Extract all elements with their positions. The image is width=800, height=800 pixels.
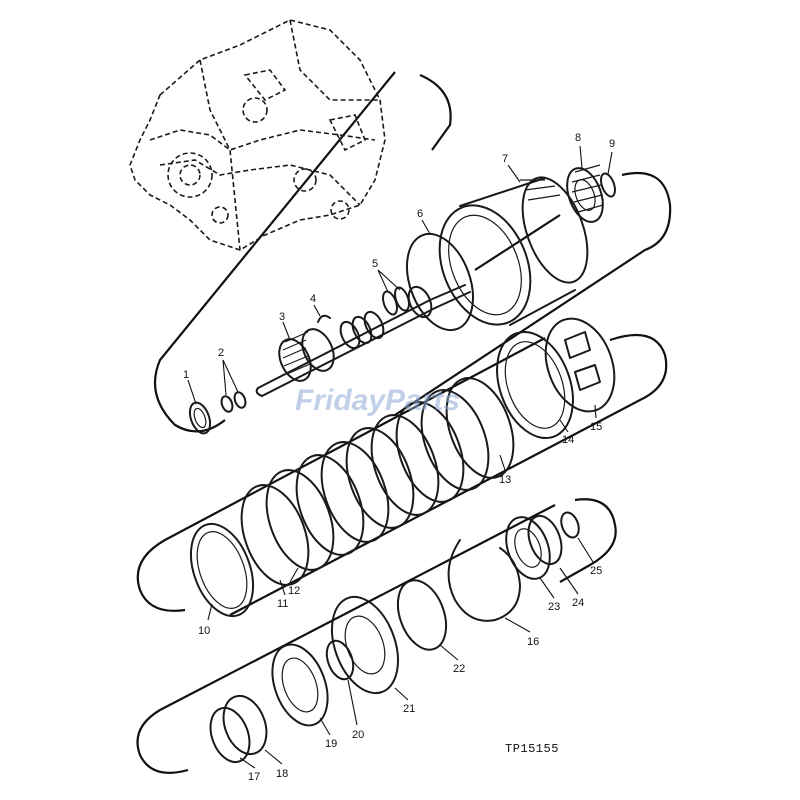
callout-1: 1 bbox=[183, 369, 189, 381]
part-13-disc-pack bbox=[295, 377, 515, 556]
part-11-disc bbox=[240, 484, 310, 586]
callout-25: 25 bbox=[590, 565, 602, 577]
callout-9: 9 bbox=[609, 138, 615, 150]
callout-16: 16 bbox=[527, 636, 539, 648]
part-21-housing bbox=[331, 595, 399, 695]
part-24-bearing-race bbox=[527, 514, 563, 566]
callout-12: 12 bbox=[288, 585, 300, 597]
figure-id: TP15155 bbox=[505, 742, 559, 756]
part-1-seal bbox=[188, 401, 212, 435]
part-17-seal bbox=[209, 706, 251, 764]
part-3-shaft-gear bbox=[255, 284, 471, 397]
callout-8: 8 bbox=[575, 132, 581, 144]
tube-group-3 bbox=[136, 498, 617, 774]
callout-6: 6 bbox=[417, 208, 423, 220]
tube-group-2 bbox=[136, 333, 668, 616]
part-12-disc bbox=[265, 469, 335, 571]
callout-10: 10 bbox=[198, 625, 210, 637]
callout-4: 4 bbox=[310, 293, 316, 305]
callout-2: 2 bbox=[218, 347, 224, 359]
part-25-snap-ring bbox=[560, 511, 580, 539]
part-7-ring-gear-drum bbox=[438, 176, 589, 326]
tube-group-1 bbox=[153, 71, 672, 433]
part-23-bearing bbox=[505, 516, 551, 580]
callout-13: 13 bbox=[499, 474, 511, 486]
part-8-gear bbox=[566, 164, 604, 223]
callout-17: 17 bbox=[248, 771, 260, 783]
part-19-piston bbox=[271, 643, 329, 727]
callout-5: 5 bbox=[372, 258, 378, 270]
callout-7: 7 bbox=[502, 153, 508, 165]
callout-22: 22 bbox=[453, 663, 465, 675]
callout-19: 19 bbox=[325, 738, 337, 750]
callout-18: 18 bbox=[276, 768, 288, 780]
transmission-housing bbox=[129, 19, 386, 251]
callout-21: 21 bbox=[403, 703, 415, 715]
part-9-snap-ring bbox=[600, 172, 616, 198]
part-6-ring bbox=[406, 232, 474, 332]
callout-23: 23 bbox=[548, 601, 560, 613]
callout-15: 15 bbox=[590, 421, 602, 433]
callout-labels: 1 2 3 4 5 6 7 8 9 10 11 12 13 14 15 16 1… bbox=[183, 132, 615, 783]
part-22-ring bbox=[396, 579, 448, 651]
callout-11: 11 bbox=[277, 598, 288, 610]
part-14-plate bbox=[496, 330, 574, 440]
part-4-clip bbox=[317, 314, 331, 323]
callout-20: 20 bbox=[352, 729, 364, 741]
callout-14: 14 bbox=[562, 434, 574, 446]
part-10-clutch-plate bbox=[189, 522, 255, 618]
part-15-retainer bbox=[544, 317, 616, 413]
watermark-logo: FridayParts bbox=[295, 384, 460, 417]
part-18-seal bbox=[222, 694, 268, 756]
callout-3: 3 bbox=[279, 311, 285, 323]
callout-24: 24 bbox=[572, 597, 584, 609]
part-16-snap-ring bbox=[447, 539, 521, 622]
part-2-snap-rings bbox=[220, 391, 247, 413]
leader-lines bbox=[187, 145, 613, 769]
